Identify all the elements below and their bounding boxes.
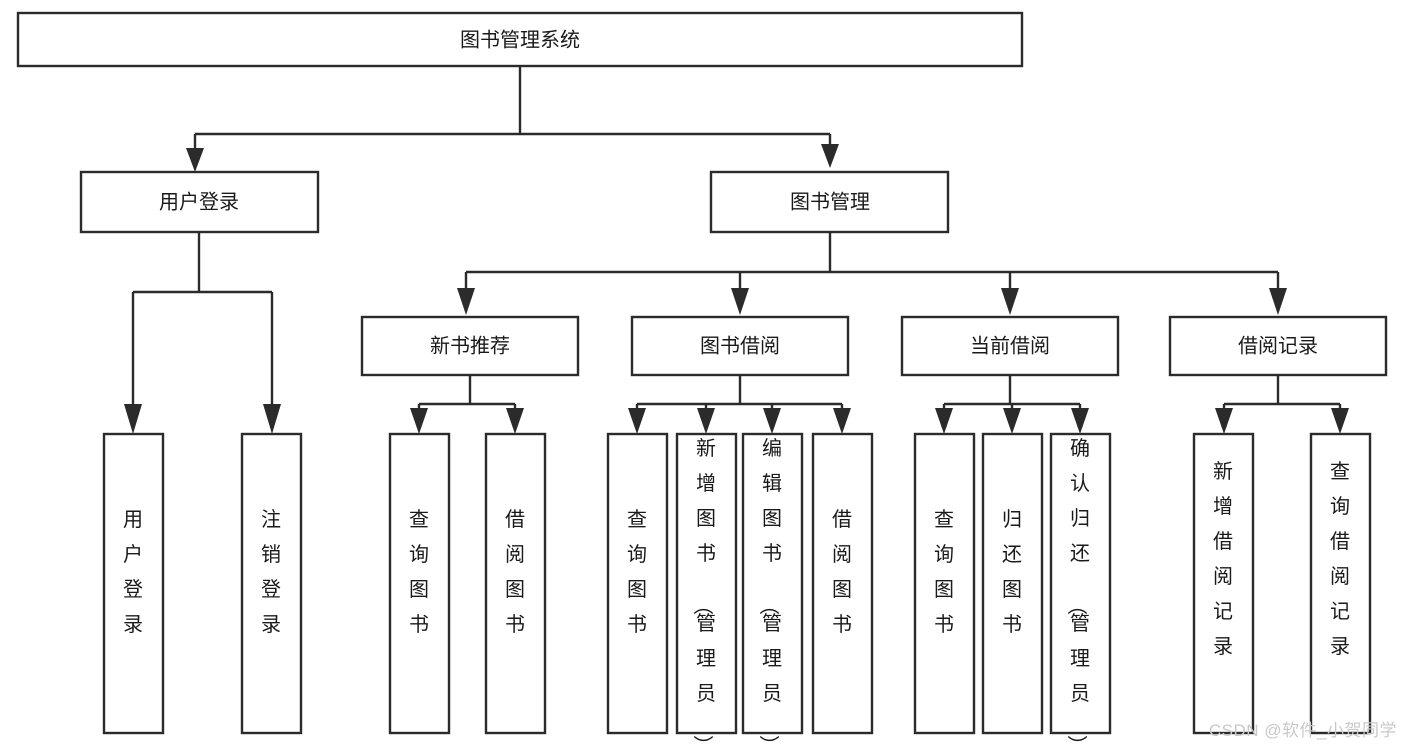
leaf-nbr-borrow-book-box[interactable] — [484, 432, 547, 735]
node-current-borrow-box[interactable] — [900, 315, 1120, 377]
leaf-cb-return-book-label: 归还图书 — [1002, 508, 1022, 636]
node-borrow-record[interactable]: 借阅记录 — [1168, 315, 1388, 377]
leaf-bb-edit-book[interactable]: 编辑图书（管理员） — [741, 432, 804, 747]
leaf-logout[interactable]: 注销登录 — [240, 432, 303, 735]
node-user-login[interactable]: 用户登录 — [79, 170, 320, 234]
leaf-nbr-query-book[interactable]: 查询图书 — [388, 432, 451, 735]
leaf-bb-add-book-box[interactable] — [675, 432, 738, 735]
leaf-bb-edit-book-label: 编辑图书（管理员） — [757, 437, 782, 747]
leaf-user-login-box[interactable] — [102, 432, 165, 735]
node-borrow-record-box[interactable] — [1168, 315, 1388, 377]
leaf-cb-confirm-return-label: 确认归还（管理员） — [1065, 437, 1090, 747]
arrowhead-cb-leaf-2 — [1003, 408, 1021, 434]
leaf-br-query-record-label: 查询借阅记录 — [1330, 460, 1350, 658]
arrowhead-book-borrow — [731, 288, 749, 315]
leaf-logout-box[interactable] — [240, 432, 303, 735]
arrowhead-new-book-recommend — [457, 288, 475, 315]
node-book-borrow[interactable]: 图书借阅 — [630, 315, 850, 377]
leaf-br-query-record-box[interactable] — [1309, 432, 1372, 735]
arrowhead-book-manage — [821, 144, 839, 168]
arrowhead-br-leaf-1 — [1215, 408, 1233, 434]
node-root-box[interactable] — [16, 11, 1024, 68]
leaf-bb-query-book-box[interactable] — [606, 432, 669, 735]
leaf-bb-edit-book-box[interactable] — [741, 432, 804, 735]
leaf-br-add-record[interactable]: 新增借阅记录 — [1192, 432, 1255, 735]
node-book-manage[interactable]: 图书管理 — [709, 170, 950, 234]
leaf-logout-label: 注销登录 — [261, 508, 281, 636]
node-book-borrow-box[interactable] — [630, 315, 850, 377]
arrowhead-cb-leaf-3 — [1071, 408, 1089, 434]
leaf-user-login[interactable]: 用户登录 — [102, 432, 165, 735]
arrowhead-borrow-record — [1269, 288, 1287, 315]
arrowhead-nbr-leaf-2 — [506, 408, 524, 434]
leaf-br-add-record-label: 新增借阅记录 — [1213, 460, 1233, 658]
leaf-cb-query-book[interactable]: 查询图书 — [913, 432, 976, 735]
leaf-cb-return-book-box[interactable] — [981, 432, 1044, 735]
arrowhead-nbr-leaf-1 — [410, 408, 428, 434]
node-book-borrow-label: 图书借阅 — [700, 334, 780, 357]
node-book-manage-label: 图书管理 — [790, 190, 870, 213]
leaf-nbr-borrow-book[interactable]: 借阅图书 — [484, 432, 547, 735]
arrowhead-bb-leaf-1 — [628, 408, 646, 434]
leaf-cb-query-book-label: 查询图书 — [934, 508, 954, 636]
arrowhead-bb-leaf-4 — [833, 408, 851, 434]
leaf-nbr-query-book-label: 查询图书 — [409, 508, 429, 636]
leaf-bb-query-book-label: 查询图书 — [627, 508, 647, 636]
arrowhead-bb-leaf-3 — [763, 408, 781, 434]
node-current-borrow-label: 当前借阅 — [970, 334, 1050, 357]
node-root[interactable]: 图书管理系统 — [16, 11, 1024, 68]
leaf-br-add-record-box[interactable] — [1192, 432, 1255, 735]
node-current-borrow[interactable]: 当前借阅 — [900, 315, 1120, 377]
node-borrow-record-label: 借阅记录 — [1238, 334, 1318, 357]
leaf-bb-add-book[interactable]: 新增图书（管理员） — [675, 432, 738, 747]
leaf-bb-borrow-book[interactable]: 借阅图书 — [811, 432, 874, 735]
arrowhead-cb-leaf-1 — [935, 408, 953, 434]
node-book-manage-box[interactable] — [709, 170, 950, 234]
leaf-bb-borrow-book-box[interactable] — [811, 432, 874, 735]
arrowhead-current-borrow — [1001, 288, 1019, 315]
leaf-cb-query-book-box[interactable] — [913, 432, 976, 735]
connector-layer — [124, 66, 1349, 434]
leaf-nbr-borrow-book-label: 借阅图书 — [505, 508, 525, 636]
leaf-bb-add-book-label: 新增图书（管理员） — [691, 437, 716, 747]
arrowhead-leaf-logout — [263, 404, 281, 434]
leaf-cb-confirm-return-box[interactable] — [1049, 432, 1112, 735]
leaf-user-login-label: 用户登录 — [123, 509, 143, 636]
leaf-cb-confirm-return[interactable]: 确认归还（管理员） — [1049, 432, 1112, 747]
leaf-bb-borrow-book-label: 借阅图书 — [832, 508, 852, 636]
arrowhead-bb-leaf-2 — [697, 408, 715, 434]
leaf-cb-return-book[interactable]: 归还图书 — [981, 432, 1044, 735]
arrowhead-user-login — [186, 148, 204, 172]
leaf-bb-query-book[interactable]: 查询图书 — [606, 432, 669, 735]
node-user-login-label: 用户登录 — [159, 190, 239, 213]
node-new-book-recommend-box[interactable] — [360, 315, 580, 377]
node-user-login-box[interactable] — [79, 170, 320, 234]
arrowhead-br-leaf-2 — [1331, 408, 1349, 434]
node-new-book-recommend[interactable]: 新书推荐 — [360, 315, 580, 377]
node-root-label: 图书管理系统 — [460, 28, 580, 51]
node-new-book-recommend-label: 新书推荐 — [430, 334, 510, 357]
csdn-watermark: CSDN @软件_小贺同学 — [1208, 721, 1397, 740]
leaf-br-query-record[interactable]: 查询借阅记录 — [1309, 432, 1372, 735]
leaf-nbr-query-book-box[interactable] — [388, 432, 451, 735]
arrowhead-leaf-user-login — [124, 404, 142, 434]
